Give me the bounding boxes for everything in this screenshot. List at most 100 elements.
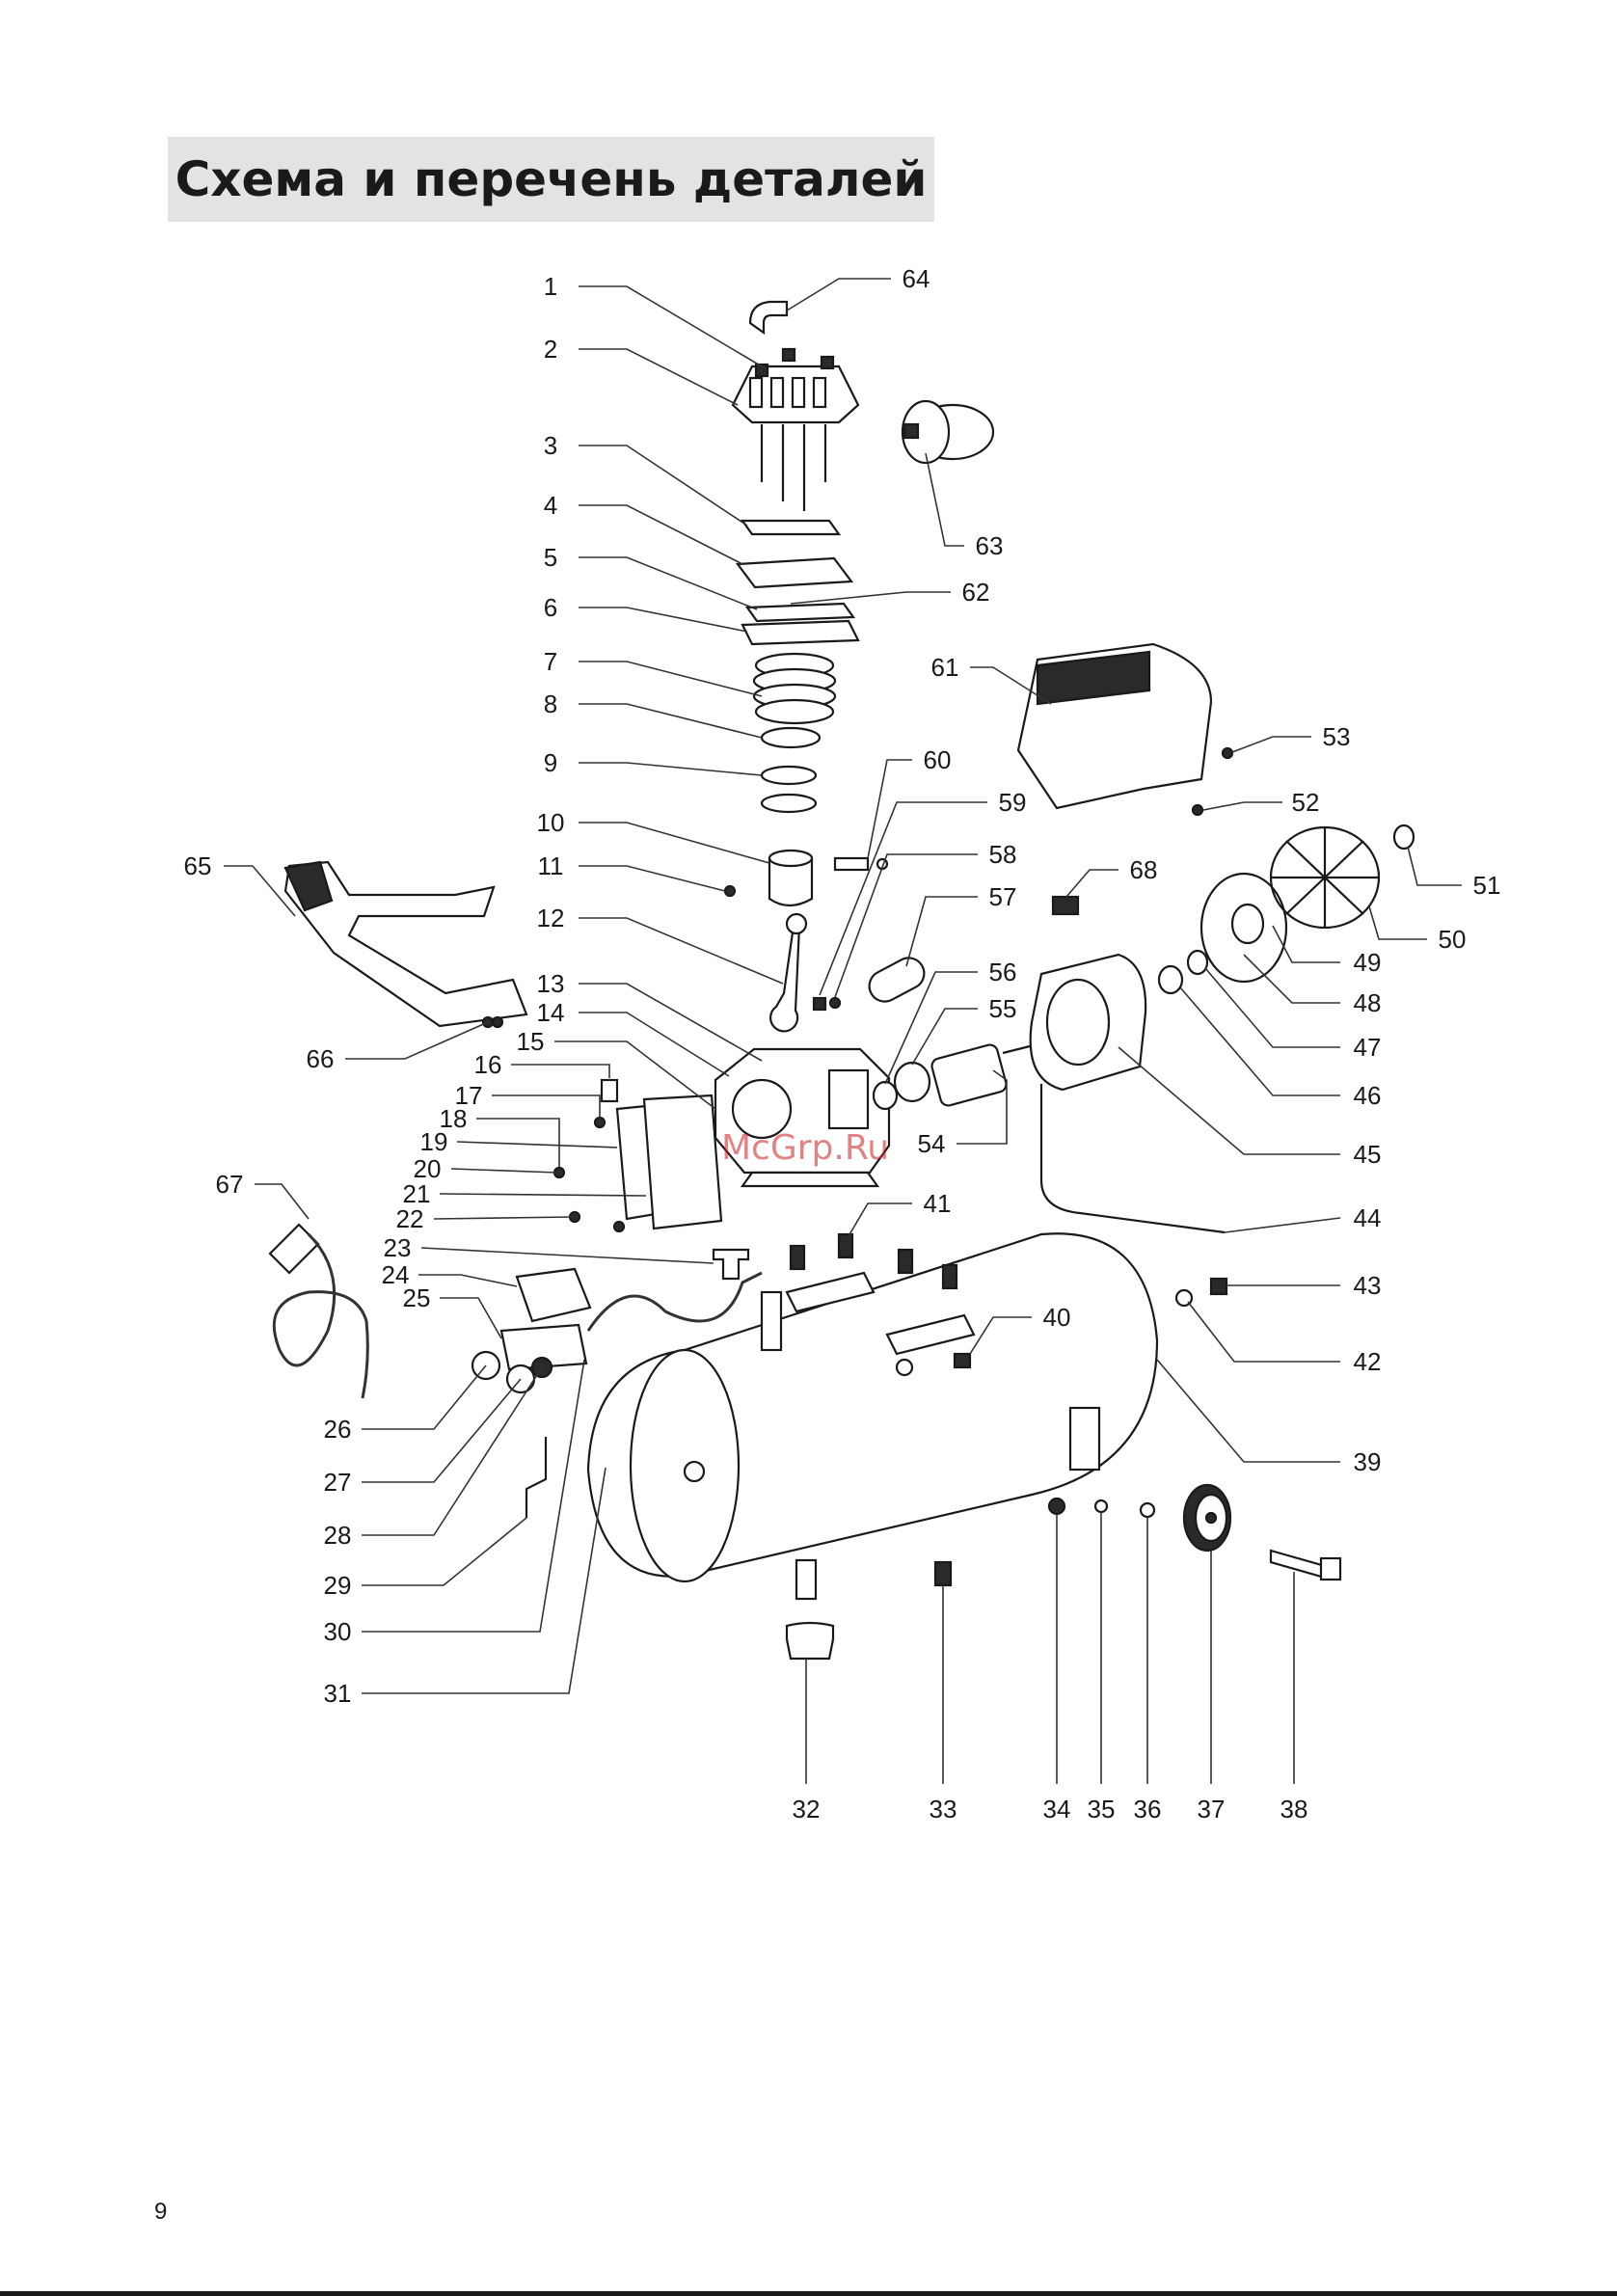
callout-55: 55 (989, 994, 1017, 1023)
callout-19: 19 (420, 1127, 448, 1156)
callout-33: 33 (930, 1795, 957, 1823)
leader-66 (345, 1022, 488, 1059)
callout-45: 45 (1354, 1140, 1382, 1169)
ring-rear (1188, 951, 1207, 974)
stator (1031, 955, 1145, 1090)
callout-34: 34 (1043, 1795, 1071, 1823)
callout-13: 13 (537, 969, 565, 998)
callout-58: 58 (989, 840, 1017, 869)
callout-11: 11 (538, 851, 564, 880)
callout-35: 35 (1088, 1795, 1116, 1823)
callout-42: 42 (1354, 1347, 1382, 1376)
leader-2 (579, 349, 738, 405)
callout-65: 65 (184, 851, 212, 880)
callout-50: 50 (1439, 925, 1467, 954)
leader-51 (1408, 847, 1462, 885)
callout-6: 6 (544, 593, 557, 622)
gasket-upper (742, 521, 839, 534)
piston-pin-clip (725, 886, 735, 896)
leader-12 (579, 918, 783, 984)
callout-9: 9 (544, 748, 557, 777)
leader-53 (1232, 737, 1311, 752)
rotor (930, 1043, 1041, 1107)
callout-39: 39 (1354, 1447, 1382, 1476)
leader-4 (579, 505, 742, 564)
leader-50 (1369, 906, 1427, 939)
leader-67 (255, 1184, 309, 1219)
callout-62: 62 (962, 578, 990, 607)
leader-10 (579, 823, 769, 863)
leader-29 (362, 1518, 526, 1585)
leader-68 (1066, 870, 1118, 897)
piston-ring-3 (762, 795, 816, 812)
bearing-rear (1159, 966, 1182, 993)
leader-41 (849, 1203, 912, 1236)
callout-57: 57 (989, 882, 1017, 911)
callout-68: 68 (1130, 855, 1158, 884)
callout-66: 66 (307, 1044, 335, 1073)
leader-64 (787, 279, 891, 311)
callout-14: 14 (537, 998, 565, 1027)
leader-9 (579, 763, 762, 775)
callout-22: 22 (396, 1204, 424, 1233)
leader-14 (579, 1013, 729, 1076)
air-tank (588, 1233, 1157, 1599)
callout-52: 52 (1292, 788, 1320, 817)
leader-44 (1225, 1218, 1340, 1232)
leader-63 (926, 453, 964, 546)
callout-67: 67 (216, 1170, 244, 1199)
power-cord (270, 1225, 367, 1398)
callout-7: 7 (544, 647, 557, 676)
leader-24 (418, 1275, 517, 1286)
callout-54: 54 (918, 1129, 946, 1158)
callout-23: 23 (384, 1233, 412, 1262)
circlip (1394, 825, 1414, 849)
leader-26 (362, 1365, 486, 1429)
callout-63: 63 (976, 531, 1004, 560)
wheel (1184, 1485, 1230, 1551)
callout-16: 16 (474, 1050, 502, 1079)
callout-2: 2 (544, 335, 557, 364)
watermark: McGrp.Ru (721, 1128, 889, 1168)
washer-36 (1141, 1503, 1154, 1517)
washer (874, 1082, 897, 1109)
elbow-fitting (750, 302, 787, 333)
callout-41: 41 (924, 1189, 952, 1218)
handle (285, 862, 526, 1026)
leader-21 (440, 1194, 646, 1196)
leader-22 (434, 1217, 573, 1219)
tee-fitting (714, 1250, 748, 1279)
callout-10: 10 (537, 808, 565, 837)
leader-39 (1157, 1360, 1340, 1462)
callout-59: 59 (999, 788, 1027, 817)
leader-11 (579, 866, 725, 891)
callout-12: 12 (537, 904, 565, 932)
callout-32: 32 (793, 1795, 821, 1823)
piston-ring-2 (762, 767, 816, 784)
leader-28 (362, 1367, 542, 1535)
callout-61: 61 (931, 653, 959, 682)
leader-57 (906, 897, 978, 966)
callout-51: 51 (1473, 871, 1501, 900)
callout-46: 46 (1354, 1081, 1382, 1110)
fan-shroud (1018, 644, 1211, 808)
cooling-fan (1271, 827, 1379, 928)
leader-3 (579, 446, 747, 526)
callout-25: 25 (403, 1283, 431, 1312)
nut-34 (1049, 1499, 1065, 1514)
leader-16 (511, 1065, 609, 1078)
callout-43: 43 (1354, 1271, 1382, 1300)
callout-36: 36 (1134, 1795, 1162, 1823)
nut-43 (1211, 1279, 1226, 1294)
leader-7 (579, 662, 762, 696)
callout-28: 28 (324, 1521, 352, 1550)
discharge-pipe (1041, 1084, 1225, 1232)
callout-56: 56 (989, 958, 1017, 986)
callout-64: 64 (903, 264, 930, 293)
rubber-foot (787, 1623, 833, 1659)
leader-8 (579, 704, 762, 738)
leader-5 (579, 557, 757, 609)
leader-52 (1203, 802, 1282, 810)
drain-pipe (526, 1437, 546, 1518)
leader-23 (421, 1248, 714, 1263)
